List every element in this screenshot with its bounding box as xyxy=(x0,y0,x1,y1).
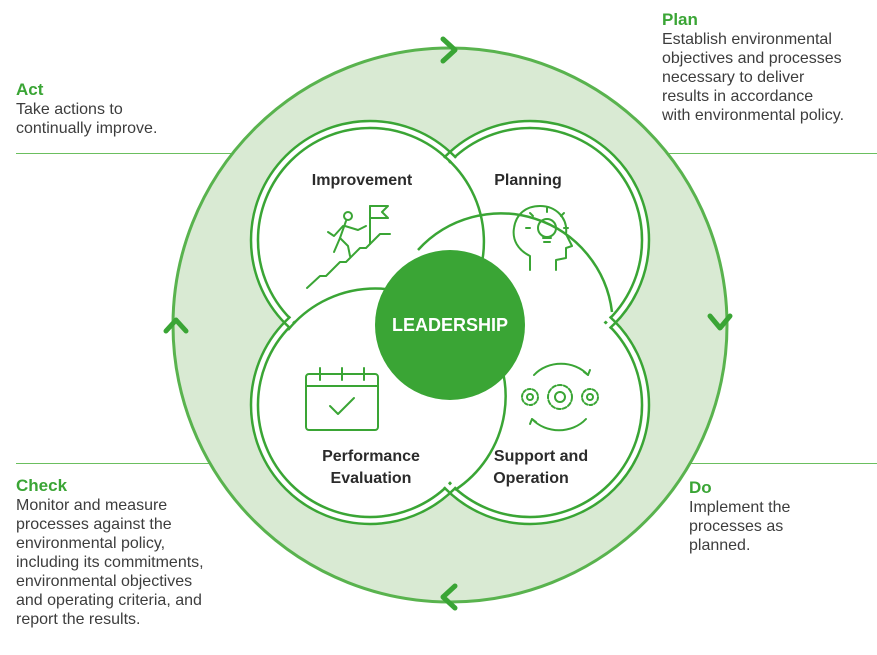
check-text: Monitor and measure processes against th… xyxy=(16,497,204,628)
top-arrow-icon xyxy=(440,36,458,64)
left-arrow-icon xyxy=(163,317,189,334)
right-arrow-icon xyxy=(707,313,733,331)
act-text: Take actions to continually improve. xyxy=(16,101,158,137)
improvement-label: Improvement xyxy=(312,172,413,189)
do-text: Implement the processes as planned. xyxy=(689,499,791,554)
calendar-check-icon xyxy=(305,367,379,431)
bottom-arrow-icon xyxy=(440,583,458,611)
leadership-label: LEADERSHIP xyxy=(392,315,508,335)
planning-label: Planning xyxy=(494,172,562,189)
performance-label-line1: Performance xyxy=(322,448,420,465)
leadership-circle xyxy=(375,250,525,400)
act-title: Act xyxy=(16,80,44,99)
check-title: Check xyxy=(16,476,68,495)
do-title: Do xyxy=(689,478,712,497)
climber-flag-icon xyxy=(306,205,391,289)
performance-label-line2: Evaluation xyxy=(331,470,412,487)
do-connector-line xyxy=(645,463,877,464)
act-block: Act Take actions to continually improve. xyxy=(16,80,216,138)
support-label-line2: Operation xyxy=(493,470,569,487)
plan-text: Establish environmental objectives and p… xyxy=(662,31,845,124)
gears-cycle-icon xyxy=(521,362,599,432)
do-block: Do Implement the processes as planned. xyxy=(689,478,869,555)
support-label-line1: Support and xyxy=(494,448,588,465)
head-lightbulb-icon xyxy=(512,205,573,271)
plan-title: Plan xyxy=(662,10,698,29)
check-connector-line xyxy=(16,463,232,464)
check-block: Check Monitor and measure processes agai… xyxy=(16,476,266,629)
plan-connector-line xyxy=(662,153,877,154)
act-connector-line xyxy=(16,153,238,154)
plan-block: Plan Establish environmental objectives … xyxy=(662,10,877,125)
